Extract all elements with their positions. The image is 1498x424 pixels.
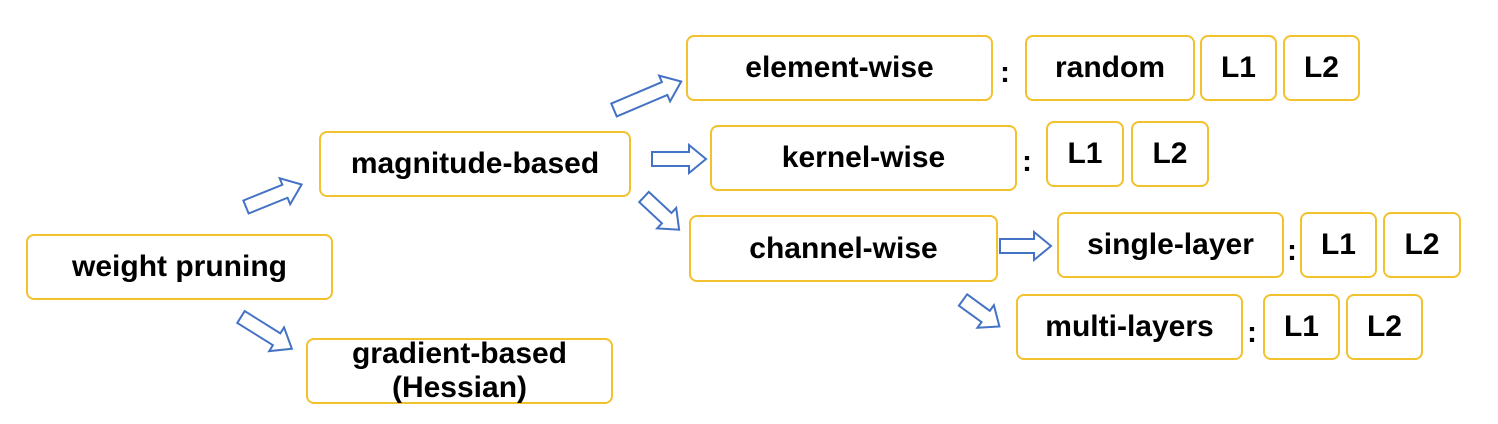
l1-label: L1	[1283, 310, 1319, 343]
weight-pruning-node: weight pruning	[26, 234, 333, 300]
element-wise-label: element-wise	[745, 51, 934, 84]
kernel-wise-label: kernel-wise	[781, 141, 946, 174]
l2-label: L2	[1303, 51, 1339, 84]
multi-layers-l2-criterion: L2	[1346, 294, 1423, 360]
arrow-channel-to-single	[999, 229, 1053, 263]
multi-layers-label: multi-layers	[1045, 310, 1214, 343]
l1-label: L1	[1067, 137, 1103, 170]
weight-pruning-label: weight pruning	[72, 250, 287, 283]
kernel-wise-l2-criterion: L2	[1131, 121, 1209, 187]
random-label: random	[1054, 51, 1165, 84]
kernel-wise-l1-criterion: L1	[1046, 121, 1124, 187]
arrow-channel-to-multi	[957, 292, 1001, 329]
l1-label: L1	[1220, 51, 1256, 84]
arrow-root-to-magnitude	[242, 176, 304, 215]
single-layer-l2-criterion: L2	[1383, 212, 1461, 278]
kernel-wise-separator: :	[1022, 145, 1032, 178]
single-layer-l1-criterion: L1	[1300, 212, 1377, 278]
arrow-magnitude-to-kernel	[651, 142, 708, 176]
channel-wise-label: channel-wise	[749, 231, 938, 265]
l2-label: L2	[1366, 310, 1402, 343]
kernel-wise-node: kernel-wise	[710, 125, 1017, 191]
multi-layers-separator: :	[1247, 316, 1257, 349]
element-wise-random-criterion: random	[1025, 35, 1195, 101]
single-layer-node: single-layer	[1057, 212, 1284, 278]
element-wise-l2-criterion: L2	[1283, 35, 1360, 101]
element-wise-separator: :	[1000, 56, 1010, 89]
element-wise-node: element-wise	[686, 35, 993, 101]
multi-layers-node: multi-layers	[1016, 294, 1243, 360]
magnitude-based-node: magnitude-based	[319, 131, 631, 197]
element-wise-l1-criterion: L1	[1200, 35, 1277, 101]
single-layer-separator: :	[1287, 234, 1297, 267]
channel-wise-node: channel-wise	[689, 215, 998, 282]
arrow-magnitude-to-element	[609, 74, 683, 118]
magnitude-based-label: magnitude-based	[350, 147, 600, 180]
l2-label: L2	[1404, 228, 1440, 261]
gradient-based-node: gradient-based (Hessian)	[306, 336, 613, 404]
hessian-label: (Hessian)	[391, 371, 528, 404]
l2-label: L2	[1152, 137, 1188, 170]
gradient-based-label: gradient-based	[351, 336, 568, 370]
l1-label: L1	[1320, 228, 1356, 261]
single-layer-label: single-layer	[1087, 228, 1254, 261]
arrow-root-to-gradient	[235, 309, 294, 353]
arrow-magnitude-to-channel	[637, 190, 681, 231]
multi-layers-l1-criterion: L1	[1263, 294, 1340, 360]
